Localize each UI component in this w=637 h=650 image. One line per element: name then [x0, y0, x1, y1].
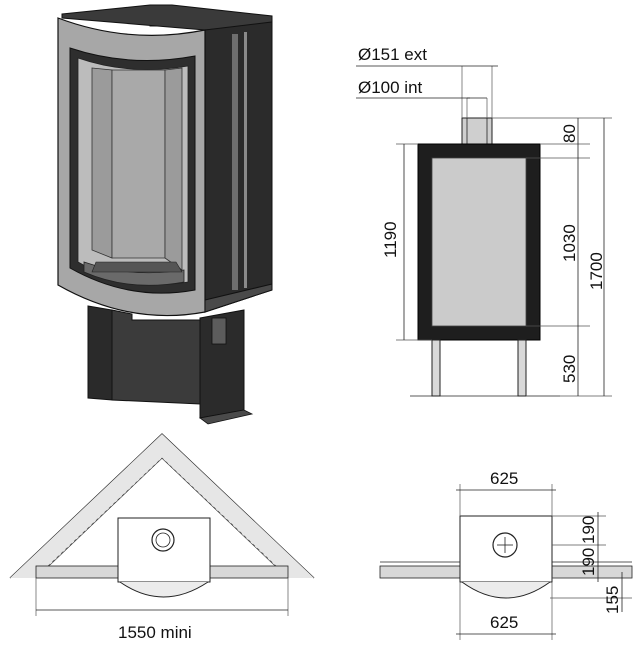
dim-155: 155	[603, 586, 622, 614]
dim-1700: 1700	[587, 252, 606, 290]
dim-530: 530	[560, 355, 579, 383]
dim-1550-mini: 1550 mini	[118, 623, 192, 642]
wall-plan-view: 625 190 190 155 625	[379, 469, 633, 640]
dim-190-b: 190	[579, 548, 598, 576]
dim-1190: 1190	[381, 221, 400, 258]
dim-80: 80	[560, 124, 579, 143]
flue-int-diameter-label: Ø100 int	[358, 78, 423, 97]
fireplace-3d-view	[57, 4, 273, 425]
dim-1030: 1030	[560, 224, 579, 262]
dim-190-a: 190	[579, 516, 598, 544]
corner-plan-view: 1550 mini	[9, 433, 315, 642]
flue-ext-diameter-label: Ø151 ext	[358, 45, 427, 64]
dim-625-top: 625	[490, 469, 518, 488]
dim-625-bottom: 625	[490, 613, 518, 632]
front-elevation: Ø151 ext Ø100 int 1190 80 1030 530 1700	[356, 45, 612, 397]
